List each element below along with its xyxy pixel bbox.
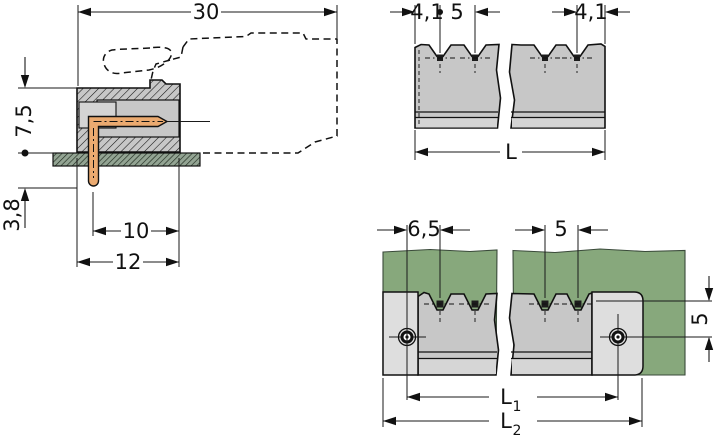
dim-l1-label: L [500, 385, 512, 409]
board-body-right-segment [508, 291, 593, 376]
dim-total-length: L [414, 130, 606, 164]
pcb-cross-section [52, 152, 201, 167]
dim-row-to-hole: 5 [596, 276, 714, 362]
dim-body-depth: 12 [76, 158, 179, 274]
mating-connector-dashed-outline [102, 32, 338, 154]
dim-hole-to-pin: 6,5 [377, 217, 470, 400]
board-lower-band-right [512, 358, 591, 374]
dim-height-label: 7,5 [12, 104, 36, 137]
dim-right-margin-label: 4,1 [574, 0, 607, 24]
dim-pin-below-board: 3,8 [0, 187, 77, 232]
dim-board-pitch-label: 5 [554, 217, 567, 241]
dim-right-margin: 4,1 [552, 0, 630, 53]
dim-total-length-label: L [505, 140, 517, 164]
dim-pitch-label: 5 [450, 0, 463, 24]
dim-pin-to-front: 10 [92, 158, 180, 267]
solder-pin [87, 115, 169, 187]
dim-l1: L 1 [407, 385, 618, 415]
board-body-left-segment [417, 291, 500, 376]
dim-total-width: 30 [77, 0, 338, 86]
dim-pin-to-front-label: 10 [123, 219, 150, 243]
dim-l2: L 2 [382, 378, 643, 439]
front-lower-band-left [416, 118, 497, 128]
dim-body-depth-label: 12 [115, 250, 142, 274]
dim-dot-terminator [21, 149, 29, 157]
front-body-left-segment [414, 43, 502, 129]
dim-pin-below-label: 3,8 [0, 198, 24, 231]
front-body-right-segment [508, 43, 606, 129]
dim-left-margin: 4,1 5 [390, 0, 500, 53]
dim-hole-to-pin-label: 6,5 [407, 217, 440, 241]
board-lower-band-left [419, 358, 496, 374]
dim-l2-subscript: 2 [513, 423, 522, 439]
front-lower-band-right [512, 118, 604, 128]
dim-l1-subscript: 1 [513, 399, 522, 415]
dim-l2-label: L [500, 409, 512, 433]
board-pin-centerlines [424, 303, 594, 322]
dim-board-pitch: 5 [515, 217, 608, 298]
dim-left-margin-label: 4,1 [410, 0, 443, 24]
front-view: 4,1 5 4,1 L [390, 0, 630, 164]
front-pin-centerlines [425, 57, 592, 73]
dim-height-above-board: 7,5 [12, 57, 77, 157]
left-mounting-flange [382, 291, 419, 376]
lever-dashed-outline [102, 46, 173, 75]
side-view: 30 7,5 3,8 10 [0, 0, 338, 274]
dim-total-width-label: 30 [193, 0, 220, 24]
board-view: 6,5 5 5 L 1 [377, 217, 714, 439]
right-mounting-hole [600, 314, 712, 400]
dim-row-to-hole-label: 5 [688, 312, 712, 325]
